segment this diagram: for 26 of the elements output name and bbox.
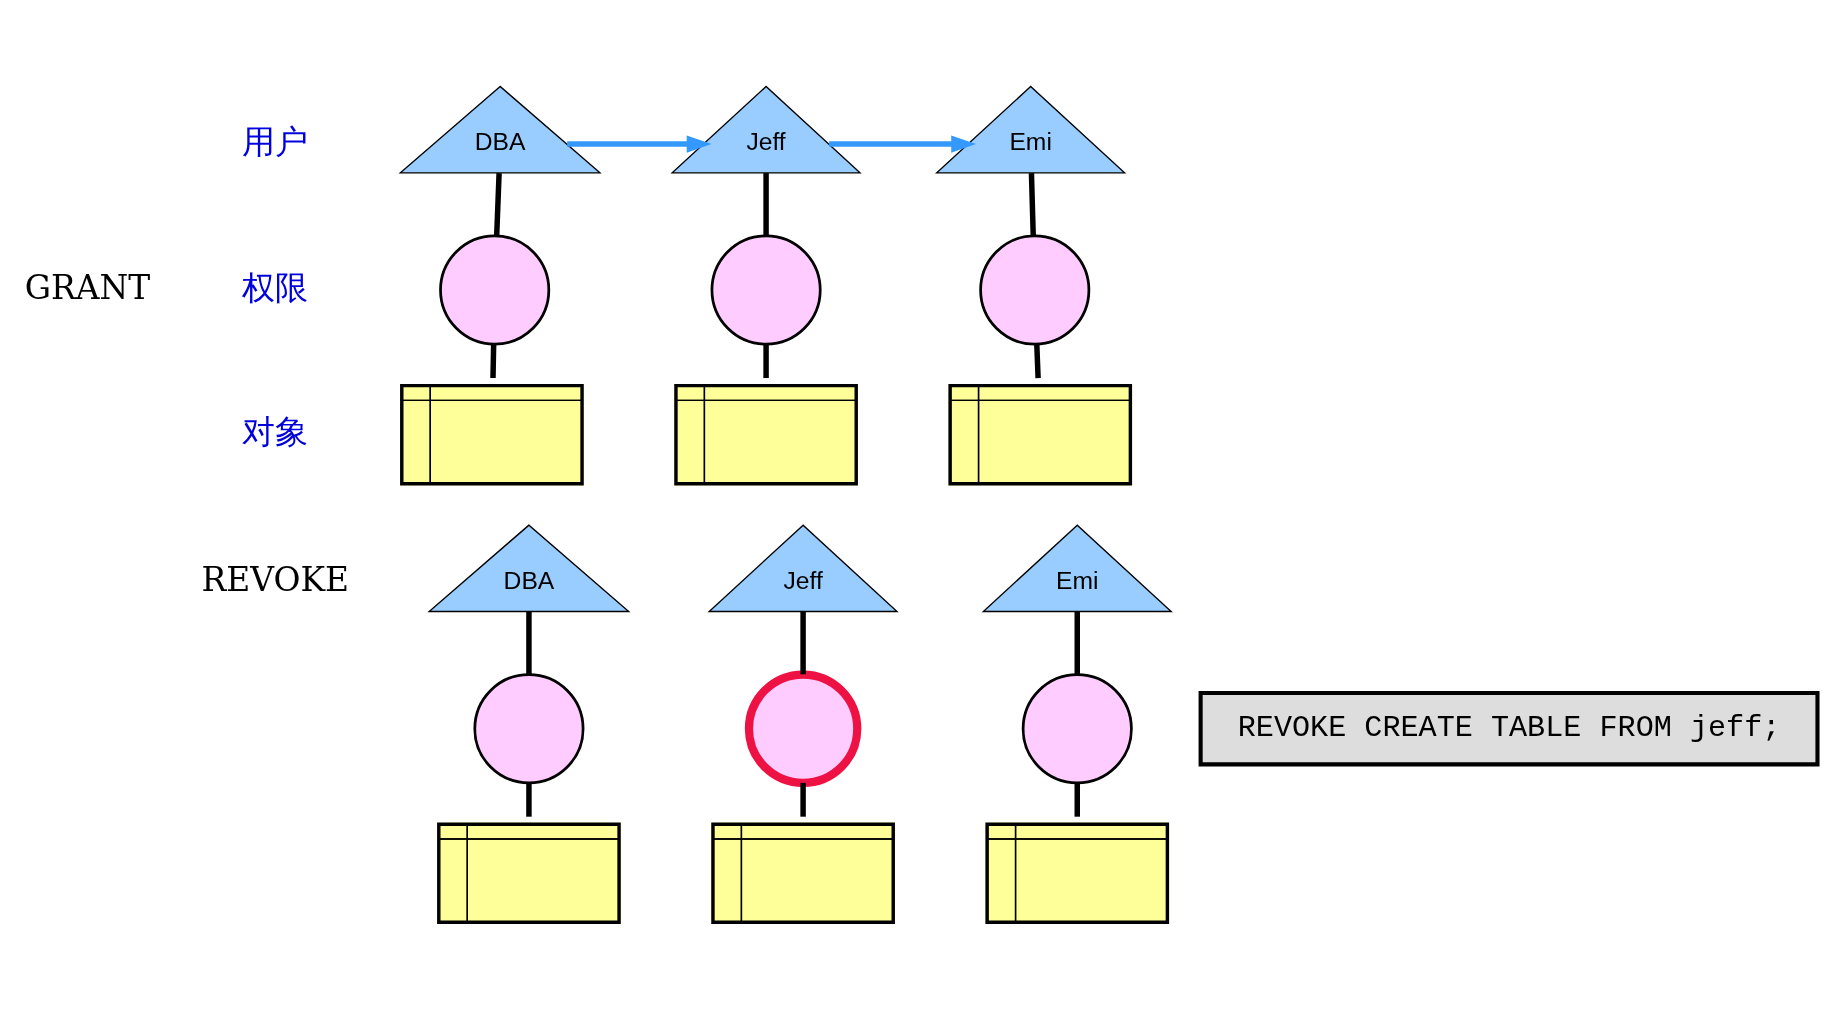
- connector: [763, 344, 769, 379]
- node-box: REVOKE CREATE TABLE FROM jeff;: [1198, 691, 1820, 767]
- label: 对象: [242, 412, 309, 452]
- connector: [1074, 782, 1080, 817]
- connector: [493, 172, 502, 236]
- node-circle: [744, 670, 862, 787]
- connector: [1074, 611, 1080, 675]
- node-circle: [473, 673, 585, 785]
- label: 用户: [242, 121, 309, 161]
- connector: [800, 611, 806, 675]
- connector: [490, 344, 497, 379]
- connector: [526, 782, 532, 817]
- label: REVOKE: [201, 560, 350, 600]
- node-circle: [439, 234, 551, 346]
- connector: [800, 782, 806, 817]
- connector: [526, 611, 532, 675]
- connector: [1034, 344, 1041, 379]
- connector: [763, 173, 769, 236]
- node-circle: [979, 234, 1091, 346]
- arrow: [567, 135, 712, 153]
- node-circle: [710, 234, 822, 346]
- arrow: [829, 135, 976, 153]
- connector: [1028, 172, 1036, 236]
- label: GRANT: [24, 267, 151, 307]
- node-circle: [1021, 673, 1133, 785]
- label: 权限: [242, 267, 309, 307]
